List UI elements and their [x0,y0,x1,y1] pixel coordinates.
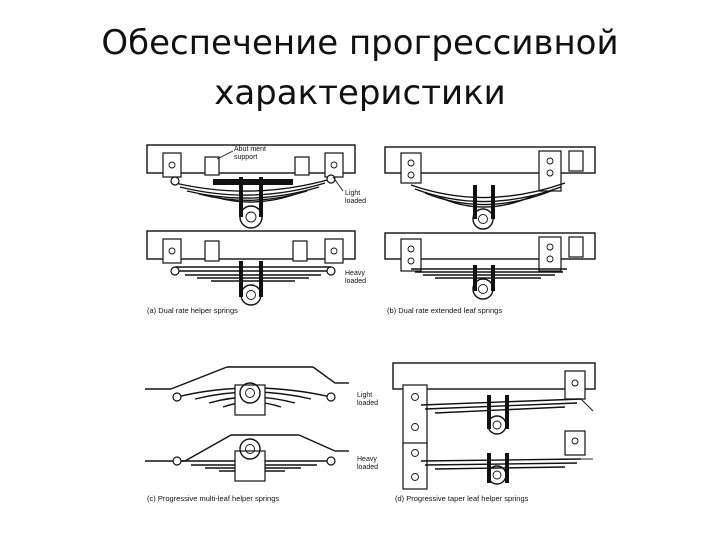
panel-d: (d) Progressive taper leaf helper spring… [392,362,596,503]
panel-a-heavy-label-line-2: loaded [345,278,366,285]
panel-a-light-label-line-2: loaded [345,198,366,205]
panel-d-chassis-rail [392,362,596,390]
slide-title-line-1: Обеспечение прогрессивной [101,23,619,63]
panel-a-heavy-label-line-1: Heavy [345,270,365,277]
abutment-callout-line-2: support [234,154,257,161]
panel-d-heavy-loaded-drawing [402,430,593,490]
panel-b-light-loaded-drawing [384,146,596,230]
panel-c-light-label-line-2: loaded [357,400,378,407]
panel-c-heavy-label-line-1: Heavy [357,456,377,463]
panel-c-light-label-line-1: Light [357,392,372,399]
panel-a-light-loaded-drawing [146,144,356,229]
panel-c-light-loaded-drawing [145,366,349,416]
panel-d-light-loaded-drawing [402,370,594,448]
panel-b-heavy-loaded-drawing [384,232,596,300]
panel-c-heavy-loaded-drawing [145,434,349,482]
panel-a-abutment-callout: Abut ment support [216,146,266,161]
abutment-callout-line-1: Abut ment [234,146,266,153]
leaf-spring-figure: Abut ment support Light loaded [135,135,605,515]
panel-c: Light loaded Heavy loaded (c) Pro [145,366,378,503]
slide-title: Обеспечение прогрессивной характеристики [0,18,720,118]
panel-a: Abut ment support Light loaded [146,144,366,315]
panel-d-caption: (d) Progressive taper leaf helper spring… [395,494,529,503]
panel-a-light-label-line-1: Light [345,190,360,197]
panel-c-caption: (c) Progressive multi-leaf helper spring… [147,494,279,503]
slide-title-line-2: характеристики [214,73,506,113]
panel-b: (b) Dual rate extended leaf springs [384,146,596,315]
panel-c-heavy-label-line-2: loaded [357,464,378,471]
panel-b-caption: (b) Dual rate extended leaf springs [387,306,502,315]
leaf-spring-diagram: Abut ment support Light loaded [145,144,596,503]
panel-a-heavy-loaded-drawing [146,230,356,306]
panel-a-caption: (a) Dual rate helper springs [147,306,238,315]
